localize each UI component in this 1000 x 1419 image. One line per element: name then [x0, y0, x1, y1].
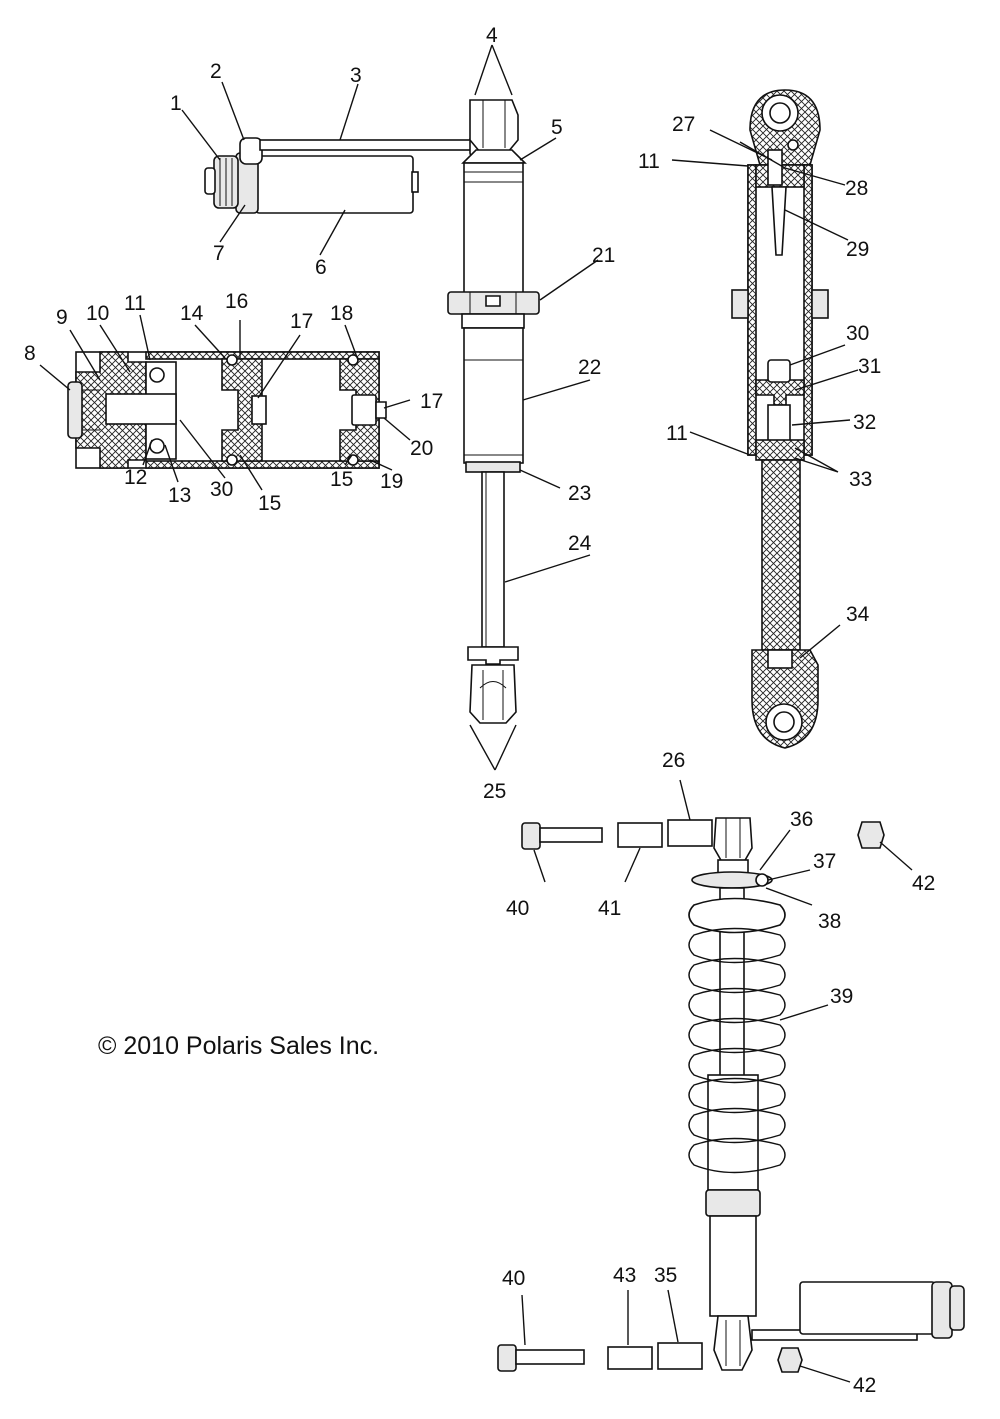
- shock-body-assembly: [447, 99, 540, 724]
- valve-part-17: [251, 395, 267, 425]
- callout-32: 32: [853, 411, 876, 434]
- callout-24: 24: [568, 532, 592, 555]
- callout-7: 7: [213, 242, 225, 265]
- callout-14: 14: [180, 302, 204, 325]
- lower-collar: [705, 1189, 761, 1217]
- callout-40a: 40: [506, 897, 529, 920]
- callout-3: 3: [350, 64, 362, 87]
- coilover-shock-assembly: [497, 817, 965, 1373]
- callout-18: 18: [330, 302, 353, 325]
- reservoir-cross-section: [67, 351, 387, 469]
- bolt-head-part-40-bottom: [497, 1344, 517, 1372]
- nut-part-42-bottom: [777, 1347, 803, 1373]
- callout-39: 39: [830, 985, 853, 1008]
- callout-35: 35: [654, 1264, 677, 1287]
- callout-23: 23: [568, 482, 591, 505]
- spacer-part-43: [607, 1346, 653, 1370]
- callout-4: 4: [486, 24, 498, 47]
- callout-38: 38: [818, 910, 841, 933]
- seal-part-23: [465, 461, 521, 473]
- reservoir-end-cap: [411, 171, 419, 193]
- callout-16: 16: [225, 290, 248, 313]
- bushing-part-26: [667, 819, 713, 847]
- spring-part-39: [688, 897, 786, 1174]
- bleed-screw-part-27: [767, 149, 783, 186]
- callout-29: 29: [846, 238, 869, 261]
- top-eyelet: [469, 99, 519, 153]
- metering-rod-part-29: [771, 186, 787, 256]
- spring-seat-right: [811, 289, 829, 319]
- callout-17a: 17: [290, 310, 313, 333]
- callout-30b: 30: [846, 322, 869, 345]
- eyelet-neck: [461, 149, 527, 164]
- callout-9: 9: [56, 306, 68, 329]
- callout-42a: 42: [912, 872, 935, 895]
- hose-part-3: [259, 139, 476, 151]
- callout-19: 19: [380, 470, 403, 493]
- bolt-head-part-40-top: [521, 822, 541, 850]
- callout-labels: 1 2 3 4 5 6 7 8 9 10 11 12 13 14 15 16 1…: [24, 24, 935, 1397]
- callout-31: 31: [858, 355, 881, 378]
- shaft-part-34: [761, 459, 801, 651]
- callout-20: 20: [410, 437, 433, 460]
- retainer-clip-part-37: [755, 873, 769, 887]
- nut-part-42-top: [857, 821, 885, 849]
- shock-body-part-5: [463, 162, 524, 294]
- callout-17b: 17: [420, 390, 443, 413]
- callout-5: 5: [551, 116, 563, 139]
- schrader-valve-part-20: [351, 394, 377, 426]
- adjuster-knob-part-8: [67, 381, 83, 439]
- callout-6: 6: [315, 256, 327, 279]
- callout-22: 22: [578, 356, 601, 379]
- callout-12: 12: [124, 466, 147, 489]
- callout-27: 27: [672, 113, 695, 136]
- copyright-notice: © 2010 Polaris Sales Inc.: [98, 1032, 379, 1060]
- bushing-part-35: [657, 1342, 703, 1370]
- callout-41: 41: [598, 897, 621, 920]
- lower-reservoir: [799, 1281, 936, 1335]
- top-eye-assembled: [713, 817, 753, 863]
- preload-collar: [461, 313, 525, 329]
- callout-10: 10: [86, 302, 109, 325]
- callout-1: 1: [170, 92, 182, 115]
- callout-26: 26: [662, 749, 685, 772]
- remote-reservoir-assembly: [204, 135, 485, 214]
- callout-11a: 11: [124, 292, 146, 315]
- callout-15a: 15: [258, 492, 281, 515]
- bolt-shank-part-40-bottom: [515, 1349, 585, 1365]
- lower-body: [709, 1215, 757, 1317]
- shaft-part-24: [481, 471, 505, 648]
- callout-30a: 30: [210, 478, 233, 501]
- callout-11b: 11: [638, 150, 660, 173]
- bottom-eyelet: [469, 664, 517, 724]
- piston-rod-part-30: [105, 393, 177, 425]
- callout-33: 33: [849, 468, 872, 491]
- callout-34: 34: [846, 603, 870, 626]
- callout-40b: 40: [502, 1267, 525, 1290]
- leader-lines: [39, 44, 913, 1383]
- callout-25: 25: [483, 780, 506, 803]
- bottom-eyelet-mount: [467, 646, 519, 665]
- callout-43: 43: [613, 1264, 636, 1287]
- shock-cross-section: [731, 89, 829, 749]
- callout-11c: 11: [666, 422, 688, 445]
- bolt-shank-part-40-top: [539, 827, 603, 843]
- callout-15b: 15: [330, 468, 353, 491]
- callout-28: 28: [845, 177, 868, 200]
- body-sleeve-part-22: [463, 327, 524, 464]
- callout-36: 36: [790, 808, 813, 831]
- callout-42b: 42: [853, 1374, 876, 1397]
- callout-13: 13: [168, 484, 191, 507]
- callout-21: 21: [592, 244, 615, 267]
- adjuster-knob-screw: [204, 167, 216, 195]
- spring-seat-left: [731, 289, 749, 319]
- hose-fitting-part-2: [239, 137, 263, 165]
- callout-2: 2: [210, 60, 222, 83]
- callout-37: 37: [813, 850, 836, 873]
- callout-8: 8: [24, 342, 36, 365]
- reservoir-body-part-6: [255, 155, 414, 214]
- spacer-part-41: [617, 822, 663, 848]
- bottom-eye-assembled: [713, 1315, 753, 1371]
